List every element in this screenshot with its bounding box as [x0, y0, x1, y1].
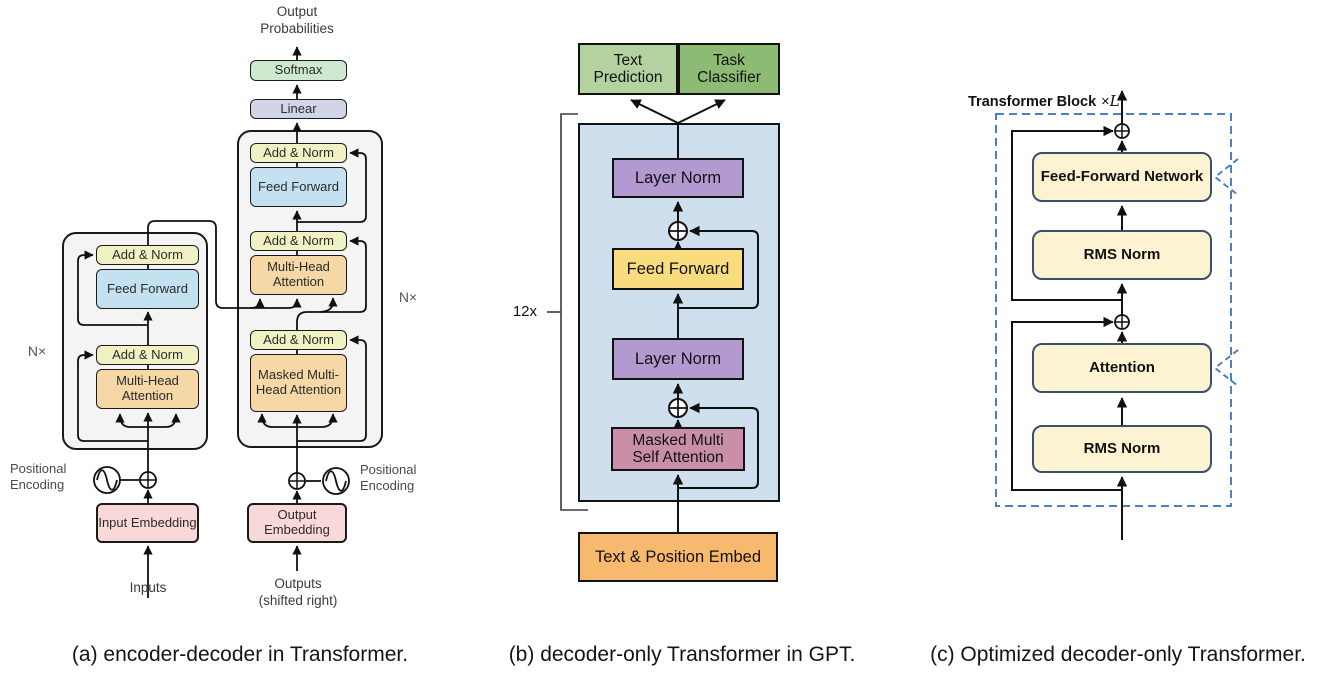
rms-norm-box-bottom: RMS Norm — [1032, 425, 1212, 473]
outputs-label-line2: (shifted right) — [258, 592, 338, 608]
input-embedding-box: Input Embedding — [96, 503, 199, 543]
outputs-label: Outputs (shifted right) — [238, 576, 358, 610]
softmax-box: Softmax — [250, 60, 347, 81]
decoder-feed-forward-box: Feed Forward — [250, 167, 347, 207]
optimized-arrows — [1011, 90, 1128, 540]
feed-forward-box: Feed Forward — [612, 248, 744, 290]
times-symbol: × — [1101, 94, 1110, 110]
text-prediction-box: Text Prediction — [578, 43, 678, 95]
chevron-left-icon — [1213, 349, 1239, 387]
transformer-block-title: Transformer Block×L — [968, 92, 1168, 111]
repeat-12x-label: 12x — [512, 303, 537, 320]
encoder-add-norm-box: Add & Norm — [96, 345, 199, 365]
repeat-variable: L — [1109, 92, 1120, 110]
encoder-add-norm-box: Add & Norm — [96, 245, 199, 265]
optimized-plus-circles — [1114, 123, 1130, 330]
feed-forward-network-box: Feed-Forward Network — [1032, 152, 1212, 202]
chevron-left-icon — [1213, 158, 1239, 196]
positional-encoding-label-left: Positional Encoding — [10, 461, 67, 493]
transformer-block-title-text: Transformer Block — [968, 94, 1097, 110]
linear-box: Linear — [250, 99, 347, 119]
decoder-add-norm-box: Add & Norm — [250, 330, 347, 350]
masked-multi-self-attention-box: Masked Multi Self Attention — [611, 427, 745, 471]
caption-a: (a) encoder-decoder in Transformer. — [71, 643, 409, 666]
masked-multi-head-attention-box: Masked Multi-Head Attention — [250, 354, 347, 412]
caption-c: (c) Optimized decoder-only Transformer. — [930, 643, 1306, 666]
task-classifier-box: Task Classifier — [678, 43, 780, 95]
encoder-feed-forward-box: Feed Forward — [96, 269, 199, 309]
inputs-label: Inputs — [129, 580, 167, 595]
callout-chevrons — [1213, 158, 1239, 387]
decoder-add-norm-box: Add & Norm — [250, 231, 347, 251]
encoder-multi-head-attention-box: Multi-Head Attention — [96, 369, 199, 409]
transformer-block-dashed-border — [995, 113, 1232, 507]
outputs-label-line1: Outputs — [274, 576, 322, 591]
positional-encoding-icons — [93, 466, 350, 495]
decoder-add-norm-box: Add & Norm — [250, 143, 347, 163]
attention-box: Attention — [1032, 343, 1212, 393]
output-probabilities-label: Output Probabilities — [260, 4, 334, 36]
output-embedding-box: Output Embedding — [247, 503, 347, 543]
text-position-embed-box: Text & Position Embed — [578, 532, 778, 582]
gpt-arrows — [630, 99, 759, 532]
rms-norm-box-top: RMS Norm — [1032, 230, 1212, 280]
decoder-multi-head-attention-box: Multi-Head Attention — [250, 255, 347, 295]
caption-b: (b) decoder-only Transformer in GPT. — [508, 643, 856, 666]
encoder-container — [62, 232, 208, 450]
layer-norm-box-top: Layer Norm — [612, 158, 744, 198]
repeat-bracket — [547, 113, 588, 511]
positional-encoding-label-right: Positional Encoding — [360, 462, 417, 494]
gpt-plus-circles — [668, 221, 688, 418]
layer-norm-box-bottom: Layer Norm — [612, 338, 744, 380]
masked-msa-line1: Masked Multi — [632, 431, 724, 449]
n-times-label-right: N× — [398, 289, 418, 305]
masked-msa-line2: Self Attention — [632, 449, 724, 466]
n-times-label-left: N× — [27, 343, 47, 359]
